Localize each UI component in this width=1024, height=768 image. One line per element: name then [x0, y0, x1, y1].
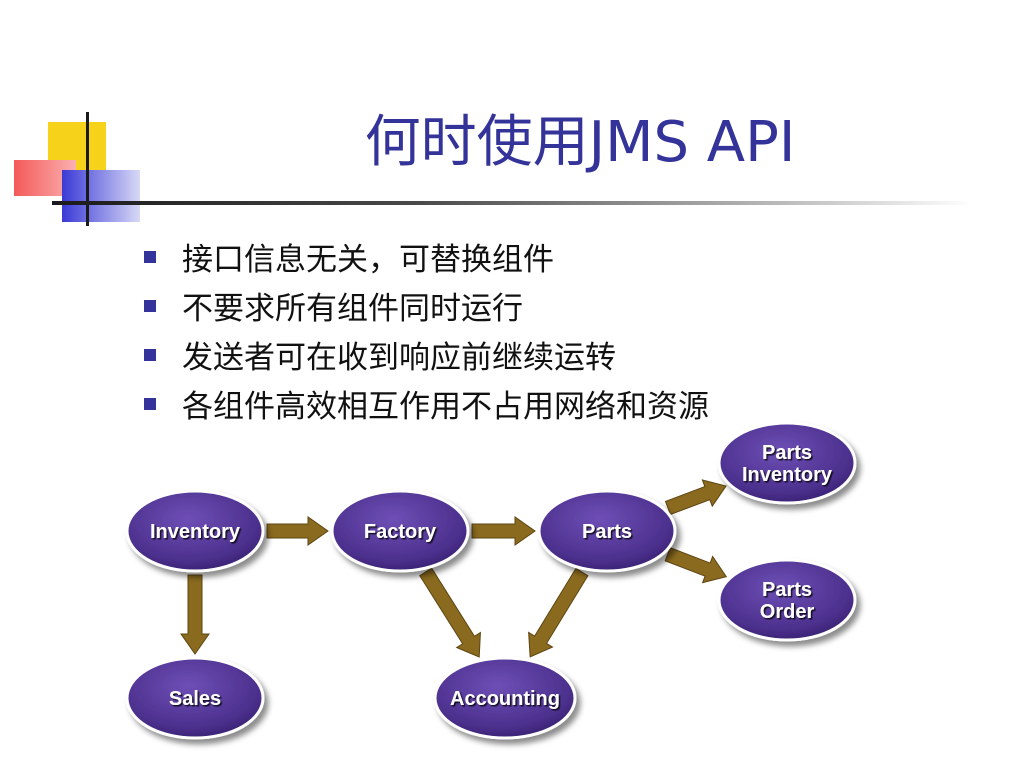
- node-factory-ellipse: [330, 489, 470, 573]
- bullet-square-icon: [144, 299, 156, 312]
- bullet-text: 接口信息无关，可替换组件: [182, 242, 554, 278]
- slide-title: 何时使用JMS API: [364, 110, 796, 175]
- node-parts-order-label: Order: [760, 601, 815, 623]
- node-parts-inventory-label: Parts: [762, 442, 812, 464]
- bullet-square-icon: [144, 397, 156, 410]
- node-parts-label: Parts: [582, 521, 632, 543]
- node-parts-order-label: Parts: [762, 579, 812, 601]
- deco-vertical-line: [86, 112, 89, 226]
- node-parts-inventory-label: Inventory: [742, 464, 833, 486]
- bullet-square-icon: [144, 250, 156, 263]
- node-parts: Parts: [537, 489, 677, 573]
- bullet-item: 发送者可在收到响应前继续运转: [144, 330, 709, 379]
- node-accounting: Accounting: [433, 656, 577, 740]
- title-underline: [52, 201, 972, 205]
- node-inventory-label: Inventory: [150, 521, 241, 543]
- diagram-edges: [180, 479, 728, 658]
- bullet-text: 不要求所有组件同时运行: [182, 291, 523, 327]
- bullet-item: 各组件高效相互作用不占用网络和资源: [144, 379, 709, 428]
- arrow-parts-to-parts-inventory: [664, 479, 727, 516]
- bullet-square-icon: [144, 348, 156, 361]
- arrow-factory-to-parts: [471, 516, 536, 546]
- arrow-inventory-to-sales: [180, 574, 210, 655]
- arrow-inventory-to-factory: [266, 516, 329, 546]
- node-parts-order-ellipse: [717, 558, 857, 642]
- node-sales-ellipse: [125, 656, 265, 740]
- arrow-factory-to-accounting: [419, 567, 481, 658]
- node-accounting-label: Accounting: [450, 688, 560, 710]
- node-factory-label: Factory: [364, 521, 437, 543]
- node-sales-label: Sales: [169, 688, 221, 710]
- bullet-list: 接口信息无关，可替换组件 不要求所有组件同时运行 发送者可在收到响应前继续运转 …: [144, 232, 709, 428]
- node-factory: Factory: [330, 489, 470, 573]
- node-parts-inventory-ellipse: [717, 421, 857, 505]
- deco-blue-square: [62, 170, 140, 222]
- arrow-parts-to-parts-order: [664, 547, 728, 584]
- bullet-text: 各组件高效相互作用不占用网络和资源: [182, 389, 709, 425]
- node-accounting-ellipse: [433, 656, 577, 740]
- arrow-parts-to-accounting: [528, 567, 589, 658]
- bullet-item: 接口信息无关，可替换组件: [144, 232, 709, 281]
- node-parts-ellipse: [537, 489, 677, 573]
- bullet-item: 不要求所有组件同时运行: [144, 281, 709, 330]
- bullet-text: 发送者可在收到响应前继续运转: [182, 340, 616, 376]
- node-sales: Sales: [125, 656, 265, 740]
- node-inventory: Inventory: [125, 489, 265, 573]
- slide-corner-decoration: [0, 0, 160, 240]
- node-inventory-ellipse: [125, 489, 265, 573]
